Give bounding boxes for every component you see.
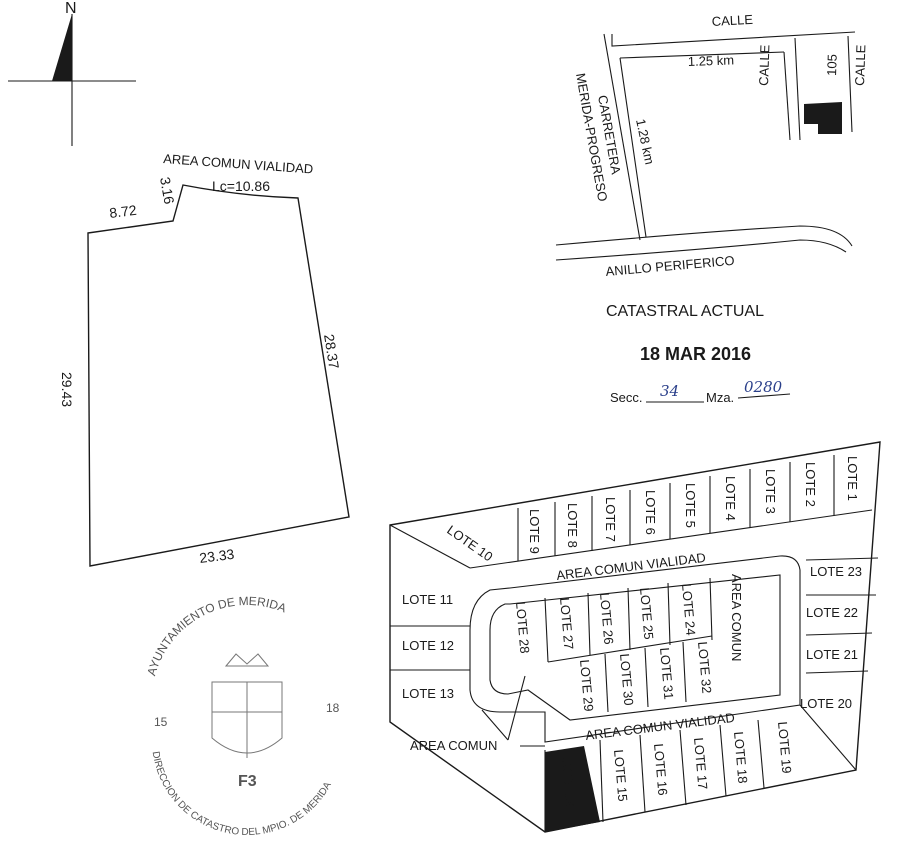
- parcel-side-top-left: 8.72: [108, 202, 137, 221]
- street-top-label: CALLE: [711, 12, 753, 29]
- lots-inner: LOTE 24 LOTE 25 LOTE 26 LOTE 27 LOTE 28 LOTE …: [513, 583, 714, 712]
- lot-label: LOTE 1: [845, 456, 860, 501]
- lot-label: LOTE 24: [679, 583, 698, 636]
- municipal-seal: AYUNTAMIENTO DE MERIDA DIRECCION DE CATA…: [144, 594, 339, 838]
- seal-right-number: 18: [326, 701, 340, 715]
- distance-vertical: 1.28 km: [633, 118, 657, 166]
- north-arrow-icon: [52, 14, 72, 81]
- lots-right: LOTE 20 LOTE 21 LOTE 22 LOTE 23: [800, 564, 862, 711]
- lot-label: LOTE 4: [723, 476, 738, 521]
- lot-label: LOTE 16: [651, 743, 670, 796]
- street-top-line: [611, 31, 856, 47]
- subdivision-outline: [389, 441, 881, 833]
- lot-label: LOTE 15: [611, 749, 630, 802]
- seal-bottom-text: DIRECCION DE CATASTRO DEL MPIO. DE MERID…: [150, 751, 334, 838]
- lot-label: LOTE 8: [565, 503, 580, 548]
- lot-label: LOTE 21: [806, 647, 858, 662]
- location-sketch: CALLE 1.25 km CALLE CALLE 105 1.28 km CA…: [555, 12, 868, 279]
- seal-code: F3: [238, 773, 257, 790]
- lot-label: LOTE 5: [683, 483, 698, 528]
- parcel-location-marker: [804, 102, 842, 134]
- lots-bottom: LOTE 14 LOTE 15 LOTE 16 LOTE 17 LOTE 18 LOTE …: [559, 721, 794, 808]
- highway-line: [603, 33, 641, 241]
- ring-road-line: [555, 225, 853, 247]
- lot-label: LOTE 22: [806, 605, 858, 620]
- subdivision-plan: AREA COMUN VIALIDAD AREA COMUN VIALIDAD …: [389, 441, 881, 833]
- lot-label: LOTE 25: [637, 587, 656, 640]
- vialidad-outer: [469, 555, 801, 743]
- lot-14-highlight: [545, 746, 600, 832]
- lot-label: LOTE 23: [810, 564, 862, 579]
- parcel-common-area-label: AREA COMUN VIALIDAD: [163, 151, 314, 176]
- secc-value: 34: [660, 382, 679, 400]
- inner-lot-dividers: [544, 577, 713, 713]
- lot-label: LOTE 32: [695, 641, 714, 694]
- lot-label: LOTE 26: [597, 592, 616, 645]
- lot-label: LOTE 3: [763, 469, 778, 514]
- lot-label: LOTE 20: [800, 696, 852, 711]
- ring-road-label: ANILLO PERIFERICO: [605, 253, 735, 279]
- secc-label: Secc.: [610, 390, 643, 405]
- street-right-b-label: CALLE: [852, 44, 868, 86]
- top-lot-dividers: [389, 455, 835, 569]
- catastral-stamp: CATASTRAL ACTUAL 18 MAR 2016 Secc. 34 Mz…: [606, 303, 791, 405]
- distance-horizontal: 1.25 km: [688, 52, 735, 69]
- parcel-arc-length: Lc=10.86: [212, 178, 270, 194]
- vialidad-bottom-label: AREA COMUN VIALIDAD: [585, 710, 736, 743]
- lots-left: LOTE 11 LOTE 12 LOTE 13: [402, 592, 454, 701]
- vialidad-top-label: AREA COMUN VIALIDAD: [556, 550, 707, 583]
- coat-of-arms-icon: [211, 681, 283, 754]
- lot-label: LOTE 12: [402, 638, 454, 653]
- lot-label: LOTE 7: [603, 497, 618, 542]
- lot-label: LOTE 19: [775, 721, 794, 774]
- center-common-label: AREA COMUN: [729, 574, 744, 661]
- lots-top: LOTE 1 LOTE 2 LOTE 3 LOTE 4 LOTE 5 LOTE 6 LOTE…: [527, 456, 860, 554]
- lot-label: LOTE 27: [557, 597, 576, 650]
- north-arrow: N: [8, 0, 136, 146]
- vialidad-inner: [489, 574, 781, 721]
- lot-label: LOTE 14: [559, 755, 578, 808]
- lot-label: LOTE 28: [513, 601, 532, 654]
- north-label: N: [65, 0, 77, 17]
- lot-label: LOTE 6: [643, 490, 658, 535]
- lot-label: LOTE 17: [691, 737, 710, 790]
- crown-icon: [224, 653, 270, 667]
- stamp-title: CATASTRAL ACTUAL: [606, 303, 764, 320]
- stamp-date: 18 MAR 2016: [640, 344, 751, 364]
- lot-label: LOTE 11: [402, 592, 453, 607]
- mza-label: Mza.: [706, 390, 734, 405]
- street-number: 105: [824, 54, 840, 76]
- lot-label: LOTE 13: [402, 686, 454, 701]
- street-right-a-label: CALLE: [756, 44, 772, 86]
- parcel-side-notch: 3.16: [157, 176, 178, 206]
- lot-label: LOTE 30: [617, 653, 636, 706]
- parcel-side-left: 29.43: [59, 372, 75, 407]
- parcel-outline: [87, 184, 350, 567]
- mza-value: 0280: [744, 378, 783, 396]
- lot-label: LOTE 29: [577, 659, 596, 712]
- lot-label: LOTE 18: [731, 731, 750, 784]
- parcel-survey: AREA COMUN VIALIDAD Lc=10.86 8.72 3.16 2…: [59, 151, 350, 567]
- parcel-side-bottom: 23.33: [198, 546, 235, 566]
- common-area-label: AREA COMUN: [410, 738, 497, 753]
- parcel-side-right: 28.37: [321, 333, 342, 370]
- lot-label: LOTE 9: [527, 509, 542, 554]
- seal-left-number: 15: [154, 715, 168, 729]
- lot-label: LOTE 2: [803, 462, 818, 507]
- lot-label: LOTE 31: [657, 647, 676, 700]
